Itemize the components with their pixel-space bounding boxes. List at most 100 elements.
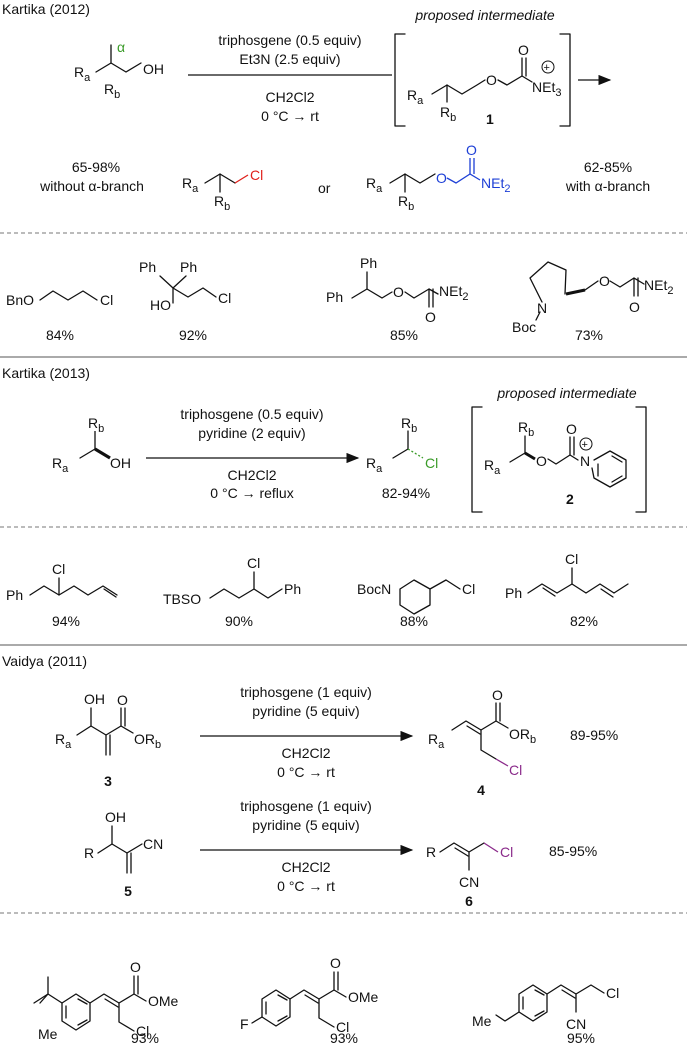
svg-text:93%: 93% <box>131 1030 159 1046</box>
product-4: Ra O ORb Cl 4 89-95% <box>428 687 618 798</box>
svg-text:N: N <box>537 300 547 316</box>
svg-text:Ra: Ra <box>407 87 424 107</box>
section-kartika-2012: Kartika (2012) Ra Rb OH α triphosgene (0… <box>0 1 687 343</box>
svg-text:Cl: Cl <box>136 1023 149 1039</box>
svg-text:HO: HO <box>150 297 171 313</box>
svg-text:Cl: Cl <box>500 844 513 860</box>
svg-text:0 °C → reflux: 0 °C → reflux <box>210 485 293 501</box>
svg-text:93%: 93% <box>330 1030 358 1046</box>
svg-text:Ph: Ph <box>505 585 522 601</box>
svg-text:TBSO: TBSO <box>163 591 201 607</box>
svg-text:pyridine (2 equiv): pyridine (2 equiv) <box>198 425 305 441</box>
svg-text:Ra: Ra <box>428 731 445 751</box>
svg-text:Cl: Cl <box>247 555 260 571</box>
sm1-alcohol: Ra Rb OH α <box>74 39 164 101</box>
svg-text:triphosgene (0.5 equiv): triphosgene (0.5 equiv) <box>180 406 323 422</box>
svg-text:62-85%: 62-85% <box>584 159 632 175</box>
svg-text:65-98%: 65-98% <box>72 159 120 175</box>
svg-text:3: 3 <box>104 773 112 789</box>
svg-text:89-95%: 89-95% <box>570 727 618 743</box>
svg-text:NEt2: NEt2 <box>644 277 673 297</box>
section2-title: Kartika (2013) <box>2 365 90 381</box>
svg-text:Ra: Ra <box>182 175 199 195</box>
section3-title: Vaidya (2011) <box>2 653 87 669</box>
arrow-1: triphosgene (0.5 equiv) Et3N (2.5 equiv)… <box>188 32 392 124</box>
svg-text:Ph: Ph <box>139 259 156 275</box>
svg-text:Ra: Ra <box>52 455 69 475</box>
svg-text:82-94%: 82-94% <box>382 485 430 501</box>
svg-text:0 °C → rt: 0 °C → rt <box>261 108 319 124</box>
svg-text:OH: OH <box>143 61 164 77</box>
svg-text:Ph: Ph <box>360 255 377 271</box>
svg-text:95%: 95% <box>567 1030 595 1046</box>
svg-text:NEt3: NEt3 <box>532 79 561 99</box>
svg-text:73%: 73% <box>575 327 603 343</box>
svg-text:O: O <box>492 687 503 703</box>
svg-text:Rb: Rb <box>398 193 414 213</box>
svg-text:94%: 94% <box>52 613 80 629</box>
svg-text:triphosgene (0.5 equiv): triphosgene (0.5 equiv) <box>218 32 361 48</box>
svg-text:Et3N (2.5 equiv): Et3N (2.5 equiv) <box>239 51 340 67</box>
svg-text:NEt2: NEt2 <box>481 175 510 195</box>
outcomes-row: 65-98% without α-branch Ra Rb Cl or Ra R… <box>39 142 650 213</box>
arrow-3: triphosgene (1 equiv) pyridine (5 equiv)… <box>200 684 414 780</box>
svg-text:Ra: Ra <box>55 731 72 751</box>
svg-text:88%: 88% <box>400 613 428 629</box>
svg-text:O: O <box>436 170 447 186</box>
svg-text:Ph: Ph <box>6 587 23 603</box>
svg-text:Cl: Cl <box>52 561 65 577</box>
svg-text:Rb: Rb <box>440 104 456 124</box>
examples-row-2: Ph Cl 94% TBSO Cl Ph 90% BocN Cl 88% Ph … <box>6 551 629 629</box>
svg-text:OH: OH <box>84 691 105 707</box>
product-2-chloride: Rb Ra Cl 82-94% <box>366 415 438 501</box>
svg-text:CH2Cl2: CH2Cl2 <box>227 467 276 483</box>
product-6: R CN Cl 6 85-95% <box>426 842 597 909</box>
svg-text:CH2Cl2: CH2Cl2 <box>281 859 330 875</box>
svg-text:triphosgene (1 equiv): triphosgene (1 equiv) <box>240 684 372 700</box>
svg-text:CH2Cl2: CH2Cl2 <box>281 745 330 761</box>
svg-text:Ra: Ra <box>484 457 501 477</box>
svg-text:Rb: Rb <box>104 81 120 101</box>
svg-text:84%: 84% <box>46 327 74 343</box>
svg-text:NEt2: NEt2 <box>439 283 468 303</box>
svg-text:4: 4 <box>477 782 485 798</box>
sm5: OH R CN 5 <box>84 809 163 899</box>
svg-text:triphosgene (1 equiv): triphosgene (1 equiv) <box>240 798 372 814</box>
svg-text:OMe: OMe <box>348 989 379 1005</box>
svg-text:Cl: Cl <box>100 292 113 308</box>
svg-text:0 °C → rt: 0 °C → rt <box>277 764 335 780</box>
svg-text:Rb: Rb <box>401 415 417 435</box>
svg-text:Ph: Ph <box>284 581 301 597</box>
svg-text:Rb: Rb <box>214 193 230 213</box>
svg-text:OMe: OMe <box>148 993 179 1009</box>
svg-text:O: O <box>117 692 128 708</box>
svg-text:proposed intermediate: proposed intermediate <box>496 385 637 401</box>
svg-text:R: R <box>426 844 436 860</box>
svg-text:N: N <box>580 453 590 469</box>
sm2-alcohol: Rb Ra OH <box>52 415 131 475</box>
examples-row-1: BnO Cl 84% Ph Ph HO Cl 92% Ph Ph O O NEt… <box>6 255 673 343</box>
svg-text:OH: OH <box>105 809 126 825</box>
svg-text:CN: CN <box>143 836 163 852</box>
svg-text:Cl: Cl <box>218 290 231 306</box>
svg-text:O: O <box>566 421 577 437</box>
svg-text:O: O <box>393 284 404 300</box>
svg-text:Rb: Rb <box>88 415 104 435</box>
svg-text:BocN: BocN <box>357 581 391 597</box>
svg-text:O: O <box>486 72 497 88</box>
svg-text:2: 2 <box>566 491 574 507</box>
svg-text:Cl: Cl <box>606 985 619 1001</box>
svg-text:Cl: Cl <box>425 455 438 471</box>
section-vaidya-2011: Vaidya (2011) OH Ra O ORb 3 triphosgene … <box>0 653 687 1046</box>
svg-text:Cl: Cl <box>250 167 263 183</box>
svg-text:O: O <box>466 142 477 158</box>
svg-text:0 °C → rt: 0 °C → rt <box>277 878 335 894</box>
svg-text:Cl: Cl <box>509 762 522 778</box>
svg-text:Ra: Ra <box>366 455 383 475</box>
svg-text:90%: 90% <box>225 613 253 629</box>
svg-text:BnO: BnO <box>6 292 34 308</box>
svg-text:R: R <box>84 845 94 861</box>
svg-text:O: O <box>599 273 610 289</box>
svg-text:proposed intermediate: proposed intermediate <box>414 7 555 23</box>
